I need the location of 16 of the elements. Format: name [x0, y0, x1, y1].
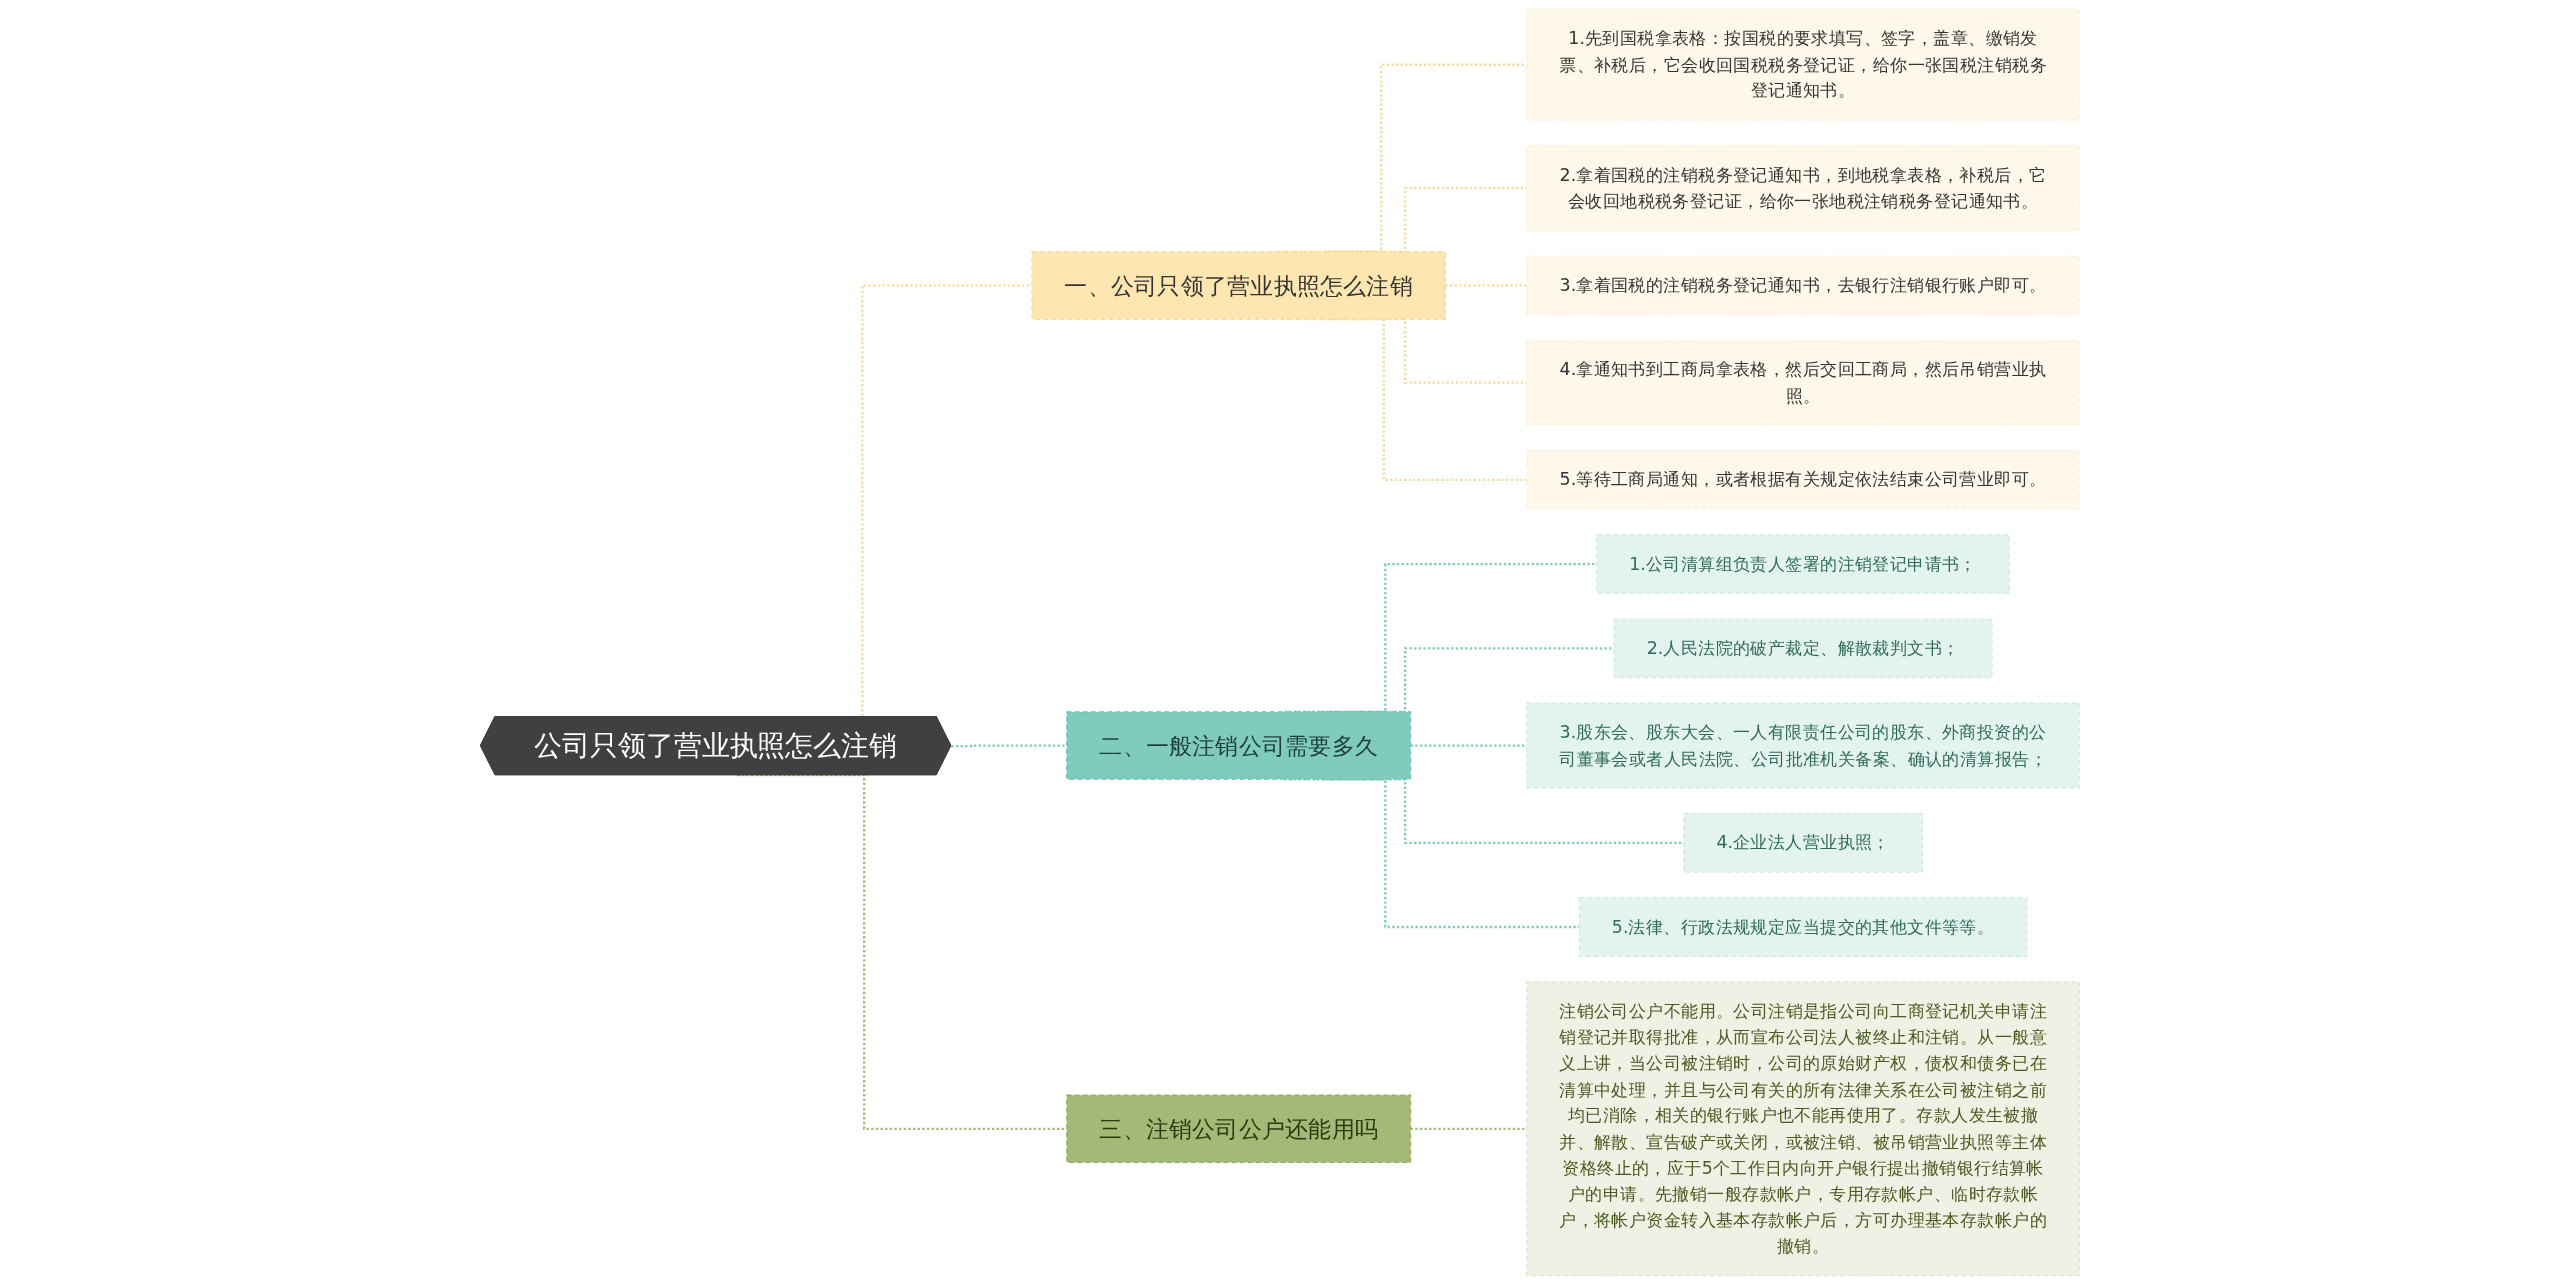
node-box: 5.法律、行政法规规定应当提交的其他文件等等。 [1578, 897, 2028, 957]
node-box: 4.企业法人营业执照； [1683, 812, 1923, 873]
node-box: 1.公司清算组负责人签署的注销登记申请书； [1596, 534, 2010, 594]
node-box: 2.拿着国税的注销税务登记通知书，到地税拿表格，补税后，它会收回地税税务登记证，给你一张地税注销税务登记通知书。 [1526, 145, 2081, 232]
node-box: 2.人民法院的破产裁定、解散裁判文书； [1613, 618, 1993, 679]
node-box: 5.等待工商局通知，或者根据有关规定依法结束公司营业即可。 [1526, 450, 2080, 510]
node-box: 一、公司只领了营业执照怎么注销 [1031, 251, 1446, 320]
node-box: 3.拿着国税的注销税务登记通知书，去银行注销银行账户即可。 [1526, 255, 2080, 316]
node-box: 三、注销公司公户还能用吗 [1066, 1094, 1412, 1164]
node-box: 二、一般注销公司需要多久 [1066, 711, 1412, 780]
connector [951, 744, 1067, 748]
node-box: 注销公司公户不能用。公司注销是指公司向工商登记机关申请注销登记并取得批准，从而宣布公司法人被终止和注销。从一般意义上讲，当公司被注销时，公司的原始财产权，债权和债务已在清算中处理，并且与公司有关的所有法律关系在公司被注销之前均已消除，相关的银行账户也不能再使用了。存款人发生被撤并、解散、宣告破产或关闭，或被注销、被吊销营业执照等主体资格终止的，应于5个工作日内向开户银行提出撤销银行结算帐户的申请。先撤销一般存款帐户，专用存款帐户、临时存款帐户，将帐户资金转入基本存款帐户后，方可办理基本存款帐户的撤销。 [1526, 981, 2081, 1277]
node-box: 4.拿通知书到工商局拿表格，然后交回工商局，然后吊销营业执照。 [1526, 339, 2081, 426]
node-box: 3.股东会、股东大会、一人有限责任公司的股东、外商投资的公司董事会或者人民法院、公司批准机关备案、确认的清算报告； [1526, 702, 2081, 789]
node-box: 1.先到国税拿表格：按国税的要求填写、签字，盖章、缴销发票、补税后，它会收回国税税务登记证，给你一张国税注销税务登记通知书。 [1526, 8, 2081, 121]
connector [737, 774, 1067, 1130]
